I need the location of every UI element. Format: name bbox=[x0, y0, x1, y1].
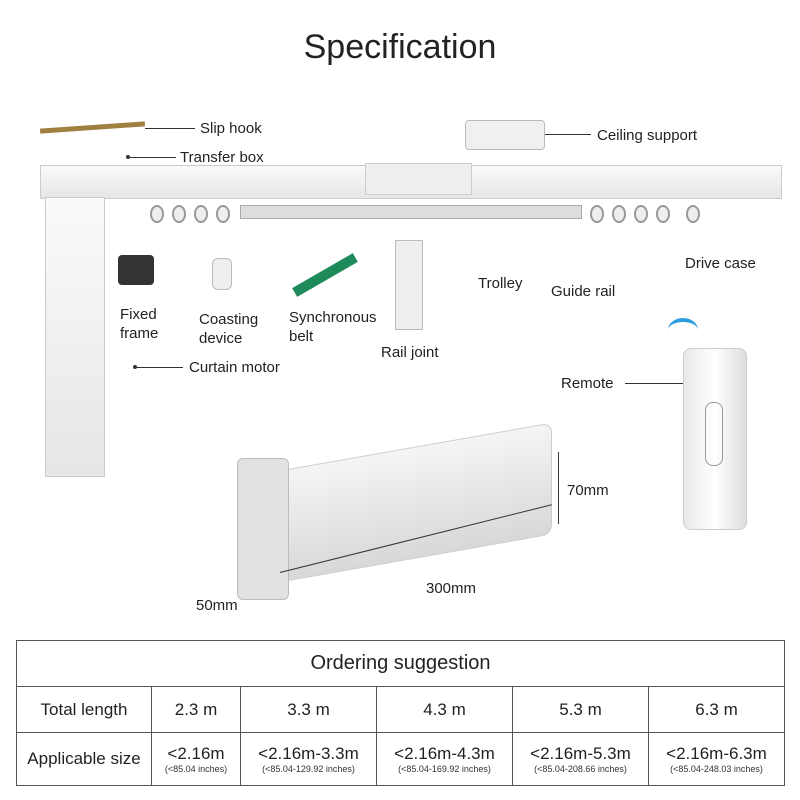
remote-image bbox=[683, 348, 747, 530]
page-title: Specification bbox=[303, 28, 497, 66]
table-row: Total length 2.3 m 3.3 m 4.3 m 5.3 m 6.3… bbox=[16, 686, 785, 733]
ceiling-support-image bbox=[465, 120, 545, 150]
cell: 6.3 m bbox=[648, 686, 785, 733]
transfer-box-image bbox=[365, 163, 472, 195]
label-drive-case: Drive case bbox=[685, 255, 756, 272]
label-coasting-device: Coasting device bbox=[199, 311, 259, 347]
dim-length: 300mm bbox=[426, 580, 477, 597]
label-synchronous-belt: Synchronous belt bbox=[289, 309, 377, 345]
cell: <2.16m-4.3m(<85.04-169.92 inches) bbox=[376, 732, 513, 786]
label-curtain-motor: Curtain motor bbox=[189, 359, 280, 376]
label-fixed-frame: Fixed frame bbox=[120, 306, 159, 342]
curtain-motor-image bbox=[45, 197, 105, 477]
cell: <2.16m(<85.04 inches) bbox=[151, 732, 241, 786]
wifi-icon bbox=[668, 318, 698, 342]
label-ceiling-support: Ceiling support bbox=[597, 127, 698, 144]
label-transfer-box: Transfer box bbox=[180, 149, 264, 166]
synchronous-belt-image bbox=[292, 253, 358, 297]
slip-hook-image bbox=[39, 121, 146, 134]
table-row: Applicable size <2.16m(<85.04 inches) <2… bbox=[16, 732, 785, 786]
label-guide-rail: Guide rail bbox=[551, 283, 616, 300]
row-header: Applicable size bbox=[16, 732, 152, 786]
cell: 4.3 m bbox=[376, 686, 513, 733]
label-remote: Remote bbox=[561, 375, 614, 392]
cell: <2.16m-6.3m(<85.04-248.03 inches) bbox=[648, 732, 785, 786]
cell: 2.3 m bbox=[151, 686, 241, 733]
label-trolley: Trolley bbox=[478, 275, 523, 292]
fixed-frame-image bbox=[118, 255, 154, 285]
cell: 3.3 m bbox=[240, 686, 377, 733]
label-rail-joint: Rail joint bbox=[381, 344, 439, 361]
cell: 5.3 m bbox=[512, 686, 649, 733]
row-header: Total length bbox=[16, 686, 152, 733]
label-slip-hook: Slip hook bbox=[200, 120, 262, 137]
trolley-image bbox=[240, 205, 582, 219]
table-title: Ordering suggestion bbox=[16, 640, 785, 687]
ordering-table: Ordering suggestion Total length 2.3 m 3… bbox=[16, 640, 785, 786]
dim-width: 50mm bbox=[196, 597, 238, 614]
dim-height: 70mm bbox=[567, 482, 609, 499]
coasting-device-image bbox=[212, 258, 232, 290]
cell: <2.16m-3.3m(<85.04-129.92 inches) bbox=[240, 732, 377, 786]
rail-joint-image bbox=[395, 240, 423, 330]
cell: <2.16m-5.3m(<85.04-208.66 inches) bbox=[512, 732, 649, 786]
